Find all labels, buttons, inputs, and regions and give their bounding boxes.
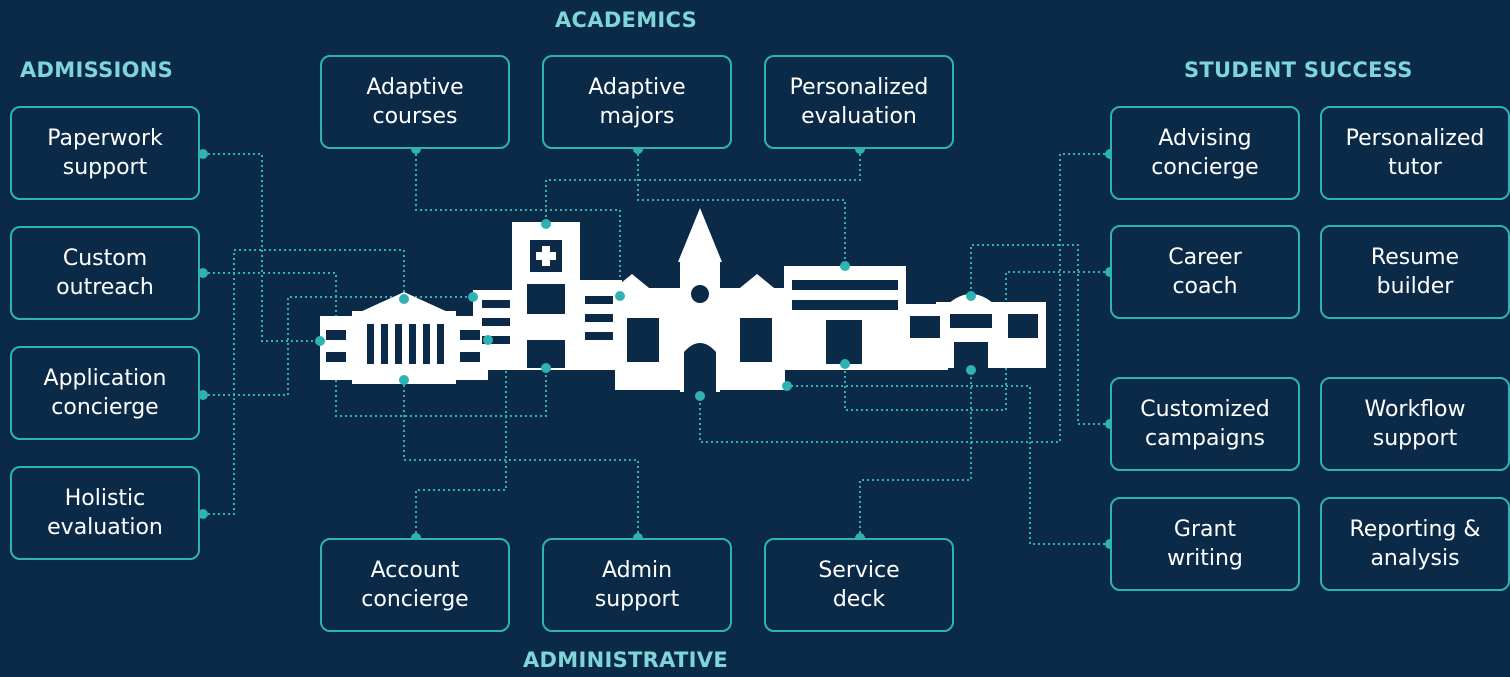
adaptive-majors-connector-end-dot [840, 261, 850, 271]
career-coach-connector-end-dot [840, 359, 850, 369]
admin-support-box: Admin support [542, 538, 732, 632]
student-success-heading: STUDENT SUCCESS [1184, 58, 1413, 82]
personalized-tutor-box: Personalized tutor [1320, 106, 1510, 200]
holistic-evaluation-connector [203, 249, 405, 515]
workflow-support-box: Workflow support [1320, 377, 1510, 471]
grant-writing-box: Grant writing [1110, 497, 1300, 591]
personalized-evaluation-box: Personalized evaluation [764, 55, 954, 149]
admin-support-connector [403, 380, 639, 538]
adaptive-courses-box: Adaptive courses [320, 55, 510, 149]
resume-builder-box: Resume builder [1320, 225, 1510, 319]
advising-concierge-box: Advising concierge [1110, 106, 1300, 200]
service-deck-connector-end-dot [966, 365, 976, 375]
paperwork-support-connector-end-dot [315, 336, 325, 346]
account-concierge-connector-end-dot [483, 335, 493, 345]
advising-concierge-connector-end-dot [695, 391, 705, 401]
custom-outreach-connector-start-dot [198, 268, 208, 278]
administrative-heading: ADMINISTRATIVE [523, 648, 728, 672]
career-coach-box: Career coach [1110, 225, 1300, 319]
custom-outreach-connector [203, 272, 547, 417]
account-concierge-box: Account concierge [320, 538, 510, 632]
custom-outreach-connector-end-dot [541, 363, 551, 373]
paperwork-support-connector [203, 153, 320, 342]
holistic-evaluation-box: Holistic evaluation [10, 466, 200, 560]
application-concierge-connector-start-dot [198, 390, 208, 400]
application-concierge-connector [203, 296, 473, 396]
cross-icon [536, 246, 556, 266]
campus-buildings-icon [320, 208, 1046, 392]
admin-support-connector-end-dot [399, 375, 409, 385]
holistic-evaluation-connector-start-dot [198, 509, 208, 519]
paperwork-support-box: Paperwork support [10, 106, 200, 200]
grant-writing-connector-end-dot [782, 381, 792, 391]
application-concierge-box: Application concierge [10, 346, 200, 440]
career-coach-connector [844, 271, 1110, 411]
adaptive-courses-connector [415, 149, 621, 296]
personalized-evaluation-connector-end-dot [541, 219, 551, 229]
adaptive-courses-connector-end-dot [615, 291, 625, 301]
service-deck-box: Service deck [764, 538, 954, 632]
reporting-analysis-box: Reporting & analysis [1320, 497, 1510, 591]
account-concierge-connector [415, 339, 507, 538]
paperwork-support-connector-start-dot [198, 149, 208, 159]
building-windows [326, 240, 1038, 392]
custom-outreach-box: Custom outreach [10, 226, 200, 320]
adaptive-majors-connector [637, 149, 846, 266]
personalized-evaluation-connector [545, 149, 861, 224]
admissions-heading: ADMISSIONS [20, 58, 174, 82]
holistic-evaluation-connector-end-dot [399, 294, 409, 304]
service-deck-connector [859, 370, 972, 538]
grant-writing-connector [787, 385, 1110, 545]
adaptive-majors-box: Adaptive majors [542, 55, 732, 149]
application-concierge-connector-end-dot [468, 292, 478, 302]
customized-campaigns-connector-end-dot [966, 291, 976, 301]
customized-campaigns-connector [970, 244, 1110, 425]
academics-heading: ACADEMICS [555, 8, 698, 32]
customized-campaigns-box: Customized campaigns [1110, 377, 1300, 471]
